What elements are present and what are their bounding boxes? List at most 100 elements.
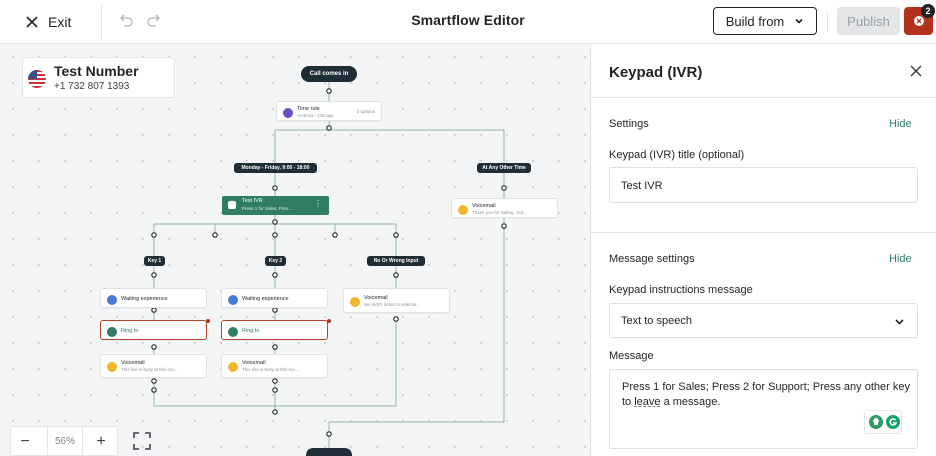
ring-to-node[interactable]: Ring to [100, 320, 207, 340]
undo-icon[interactable] [116, 12, 134, 30]
panel-title: Keypad (IVR) [609, 64, 703, 81]
message-label: Message [609, 350, 654, 362]
publish-label: Publish [847, 13, 890, 29]
ivr-title-input[interactable]: Test IVR [609, 167, 918, 203]
settings-section-title: Settings [609, 118, 649, 130]
divider [827, 12, 828, 32]
grammarly-icon [886, 415, 900, 429]
node-title: Ring to [242, 328, 260, 334]
chevron-down-icon [895, 319, 904, 325]
keypad-icon [228, 201, 236, 209]
node-subtitle: Thank you for calling. Our... [472, 210, 528, 215]
monday-friday-branch[interactable]: Monday - Friday, 9:00 - 18:00 [234, 163, 317, 173]
divider [591, 232, 936, 233]
chevron-down-icon [795, 18, 803, 24]
node-title: Voicemail [472, 203, 496, 209]
properties-panel: Keypad (IVR) Settings Hide Keypad (IVR) … [590, 44, 936, 456]
message-text-part: Press 1 for Sales; Press 2 for Support; … [622, 381, 910, 408]
voicemail-icon [458, 205, 468, 215]
ring-to-node[interactable]: Ring to [221, 320, 328, 340]
voicemail-node[interactable]: Voicemail This line is busy at this mo..… [221, 354, 328, 378]
branch-label: No Or Wrong Input [373, 258, 419, 264]
grammar-assistant-widget[interactable] [864, 410, 902, 434]
close-icon[interactable] [909, 64, 923, 78]
test-ivr-node[interactable]: Test IVR Press 1 for Sales; Pres... ⋮ [222, 196, 329, 215]
voicemail-icon [107, 362, 117, 372]
voicemail-node[interactable]: Voicemail Thank you for calling. Our... [451, 198, 558, 218]
us-flag-icon [28, 70, 46, 88]
ivr-title-label: Keypad (IVR) title (optional) [609, 149, 745, 161]
clock-icon [283, 108, 293, 118]
message-settings-section-title: Message settings [609, 253, 695, 265]
branch-label: Monday - Friday, 9:00 - 18:00 [241, 165, 310, 171]
more-options-icon[interactable]: ⋮ [314, 199, 322, 208]
node-title: Test IVR [242, 198, 263, 204]
any-other-time-branch[interactable]: At Any Other Time [477, 163, 531, 173]
panel-header: Keypad (IVR) [591, 44, 936, 98]
waiting-experience-node[interactable]: Waiting experience [100, 288, 207, 308]
zoom-out-button[interactable]: − [20, 433, 30, 450]
voicemail-node[interactable]: Voicemail We didn't detect a selectio... [343, 288, 450, 313]
exit-label: Exit [48, 14, 72, 30]
voicemail-icon [228, 362, 238, 372]
flow-canvas[interactable]: Test Number +1 732 807 1393 Call comes i… [0, 44, 590, 456]
message-text-part: leave [634, 396, 661, 408]
node-title: Voicemail [121, 360, 145, 366]
branch-label: At Any Other Time [482, 165, 526, 171]
hourglass-icon [107, 295, 117, 305]
hide-message-settings-link[interactable]: Hide [889, 253, 912, 265]
phone-number: +1 732 807 1393 [54, 81, 130, 92]
message-text-part: a message. [660, 396, 721, 408]
voicemail-icon [350, 297, 360, 307]
hourglass-icon [228, 295, 238, 305]
node-options: 2 options [356, 109, 375, 114]
key-1-branch[interactable]: Key 1 [144, 256, 165, 266]
node-title: Voicemail [242, 360, 266, 366]
no-or-wrong-input-branch[interactable]: No Or Wrong Input [367, 256, 425, 266]
branch-label: Key 2 [268, 258, 283, 264]
error-icon [913, 16, 924, 26]
divider [101, 5, 102, 39]
build-from-button[interactable]: Build from [713, 7, 817, 35]
message-text: Press 1 for Sales; Press 2 for Support; … [622, 380, 912, 410]
node-title: Voicemail [364, 295, 388, 301]
key-2-branch[interactable]: Key 2 [265, 256, 286, 266]
exit-button[interactable]: Exit [26, 11, 71, 33]
error-count-badge: 2 [921, 4, 935, 18]
waiting-experience-node[interactable]: Waiting experience [221, 288, 328, 308]
redo-icon[interactable] [146, 12, 164, 30]
instructions-select[interactable]: Text to speech [609, 303, 918, 338]
number-title: Test Number [54, 63, 139, 79]
flow-connectors [151, 82, 507, 456]
node-subtitle: Press 1 for Sales; Pres... [242, 206, 292, 211]
top-bar: Exit Smartflow Editor Build from Publish… [0, 0, 936, 44]
zoom-controls: − 56% + [10, 426, 118, 456]
message-textarea[interactable]: Press 1 for Sales; Press 2 for Support; … [609, 369, 918, 449]
call-comes-in-node[interactable]: Call comes in [301, 66, 357, 82]
fit-to-screen-icon[interactable] [131, 430, 153, 452]
build-from-label: Build from [725, 13, 785, 29]
test-number-card[interactable]: Test Number +1 732 807 1393 [22, 57, 175, 98]
instructions-label: Keypad instructions message [609, 284, 753, 296]
lightbulb-icon [869, 415, 883, 429]
node-subtitle: This line is busy at this mo... [242, 367, 299, 372]
close-icon [26, 16, 38, 28]
node-label: Call comes in [309, 71, 349, 77]
node-subtitle: We didn't detect a selectio... [364, 302, 421, 307]
voicemail-node[interactable]: Voicemail This line is busy at this mo..… [100, 354, 207, 378]
node-title: Waiting experience [121, 296, 168, 302]
publish-button[interactable]: Publish [837, 7, 900, 35]
phone-icon [107, 327, 117, 337]
node-subtitle: America - Chicago [297, 113, 335, 118]
zoom-in-button[interactable]: + [96, 433, 106, 450]
select-value: Text to speech [621, 315, 692, 327]
hide-settings-link[interactable]: Hide [889, 118, 912, 130]
zoom-level: 56% [47, 427, 83, 455]
branch-label: Key 1 [147, 258, 162, 264]
time-rule-node[interactable]: Time rule America - Chicago 2 options [276, 101, 382, 121]
node-title: Time rule [297, 106, 320, 112]
phone-icon [228, 327, 238, 337]
node-subtitle: This line is busy at this mo... [121, 367, 178, 372]
errors-button[interactable]: 2 [904, 4, 935, 35]
node-title: Waiting experience [242, 296, 289, 302]
